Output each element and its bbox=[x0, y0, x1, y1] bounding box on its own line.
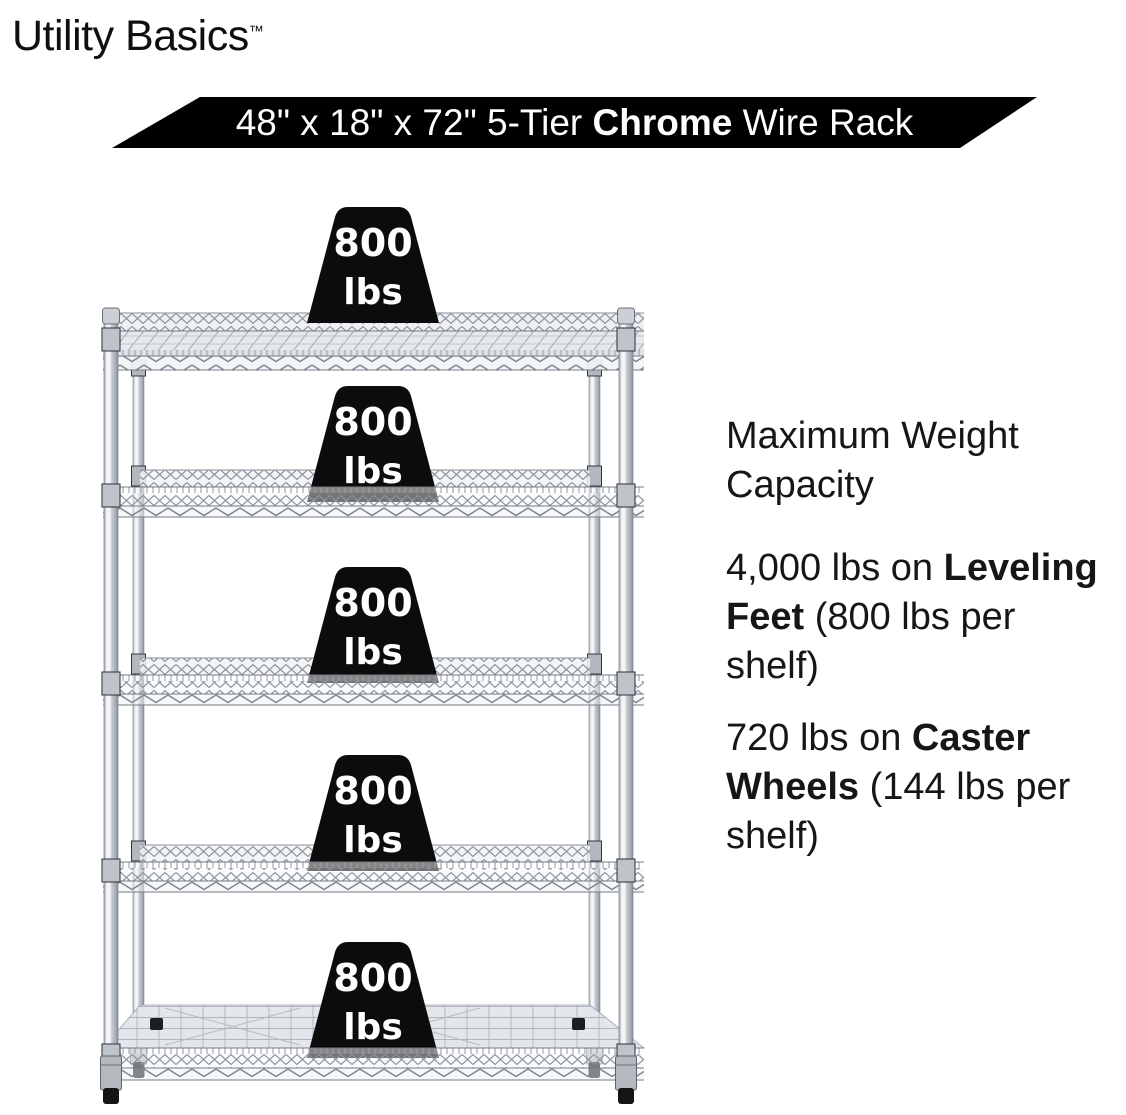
trademark-symbol: ™ bbox=[248, 23, 264, 40]
brand-logo: Utility Basics™ bbox=[12, 4, 264, 64]
weight-unit-label: lbs bbox=[343, 451, 403, 492]
weight-value-label: 800 bbox=[333, 956, 412, 1000]
weight-unit-label: lbs bbox=[343, 820, 403, 861]
brand-logo-text: Utility Basics bbox=[12, 12, 249, 60]
weight-badge-5: 800 lbs bbox=[307, 942, 439, 1058]
para2-text: 720 lbs on bbox=[726, 717, 912, 759]
rack-shelf-top bbox=[103, 330, 644, 371]
para1-bold2: Feet bbox=[726, 596, 805, 638]
para2-bold2: Wheels bbox=[726, 766, 860, 808]
banner-text-pre: 48" x 18" x 72" 5-Tier bbox=[235, 102, 593, 143]
para2-bold: Caster bbox=[911, 717, 1031, 759]
weight-unit-label: lbs bbox=[343, 1007, 403, 1048]
info-text-block: Maximum Weight Capacity 4,000 lbs on Lev… bbox=[726, 412, 1126, 861]
weight-badge-2: 800 lbs bbox=[307, 386, 439, 502]
para1-bold: Leveling bbox=[943, 547, 1098, 589]
weight-badge-3: 800 lbs bbox=[307, 567, 439, 683]
info-heading-line1: Maximum Weight bbox=[726, 415, 1019, 457]
info-heading-line2: Capacity bbox=[726, 464, 874, 506]
weight-badge-4: 800 lbs bbox=[307, 755, 439, 871]
title-banner-text: 48" x 18" x 72" 5-Tier Chrome Wire Rack bbox=[236, 97, 914, 148]
para1-text: 4,000 lbs on bbox=[726, 547, 944, 589]
info-paragraph-leveling-feet: 4,000 lbs on Leveling Feet (800 lbs per … bbox=[726, 544, 1126, 691]
rack-shelf-4 bbox=[103, 861, 644, 893]
weight-unit-label: lbs bbox=[343, 272, 403, 313]
para2-text2: (144 lbs per bbox=[859, 766, 1071, 808]
weight-value-label: 800 bbox=[333, 221, 412, 265]
rack-shelf-5 bbox=[103, 1047, 644, 1081]
weight-value-label: 800 bbox=[333, 581, 412, 625]
rack-graphic: 800 lbs 800 lbs 800 lbs 800 lbs 800 lbs bbox=[100, 207, 646, 1104]
weight-unit-label: lbs bbox=[343, 632, 403, 673]
para1-text2: (800 lbs per bbox=[804, 596, 1016, 638]
para2-text3: shelf) bbox=[726, 815, 819, 857]
rack-shelf-3 bbox=[103, 674, 644, 706]
para1-text3: shelf) bbox=[726, 645, 819, 687]
info-heading: Maximum Weight Capacity bbox=[726, 412, 1126, 510]
banner-text-post: Wire Rack bbox=[732, 102, 914, 143]
weight-value-label: 800 bbox=[333, 769, 412, 813]
title-banner: 48" x 18" x 72" 5-Tier Chrome Wire Rack bbox=[112, 97, 1037, 148]
weight-value-label: 800 bbox=[333, 400, 412, 444]
rack-graphic-container: 800 lbs 800 lbs 800 lbs 800 lbs 800 lbs bbox=[88, 190, 658, 1110]
weight-badge-1: 800 lbs bbox=[307, 207, 439, 323]
banner-text-bold: Chrome bbox=[592, 102, 733, 143]
rack-shelf-2 bbox=[103, 486, 644, 518]
rack-front-posts bbox=[100, 307, 637, 1104]
info-paragraph-caster-wheels: 720 lbs on Caster Wheels (144 lbs per sh… bbox=[726, 714, 1126, 861]
